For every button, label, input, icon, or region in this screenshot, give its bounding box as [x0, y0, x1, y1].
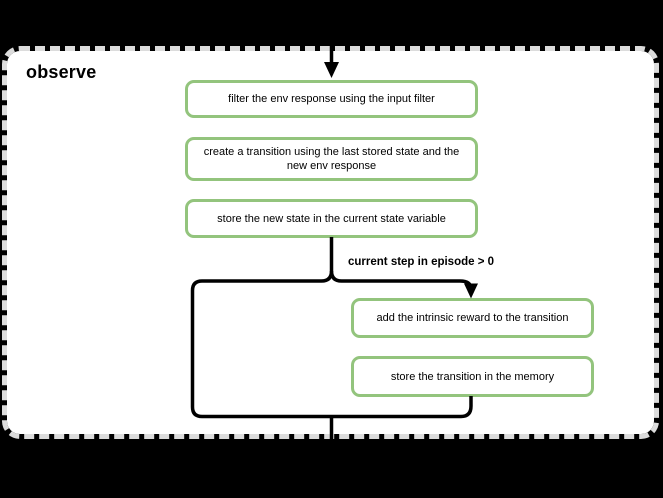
node-store-transition: store the transition in the memory [351, 356, 594, 397]
node-filter-env-response: filter the env response using the input … [185, 80, 478, 118]
node-add-intrinsic-reward-label: add the intrinsic reward to the transiti… [376, 312, 569, 324]
node-store-new-state: store the new state in the current state… [185, 199, 478, 238]
node-create-transition-label: create a transition using the last store… [203, 146, 460, 172]
condition-branch-label: current step in episode > 0 [348, 256, 495, 268]
node-store-new-state-label: store the new state in the current state… [217, 212, 446, 225]
node-add-intrinsic-reward: add the intrinsic reward to the transiti… [351, 298, 594, 338]
group-title: observe [26, 62, 97, 82]
node-create-transition: create a transition using the last store… [185, 137, 478, 181]
node-store-transition-label: store the transition in the memory [390, 370, 555, 383]
node-filter-env-response-label: filter the env response using the input … [228, 93, 435, 105]
